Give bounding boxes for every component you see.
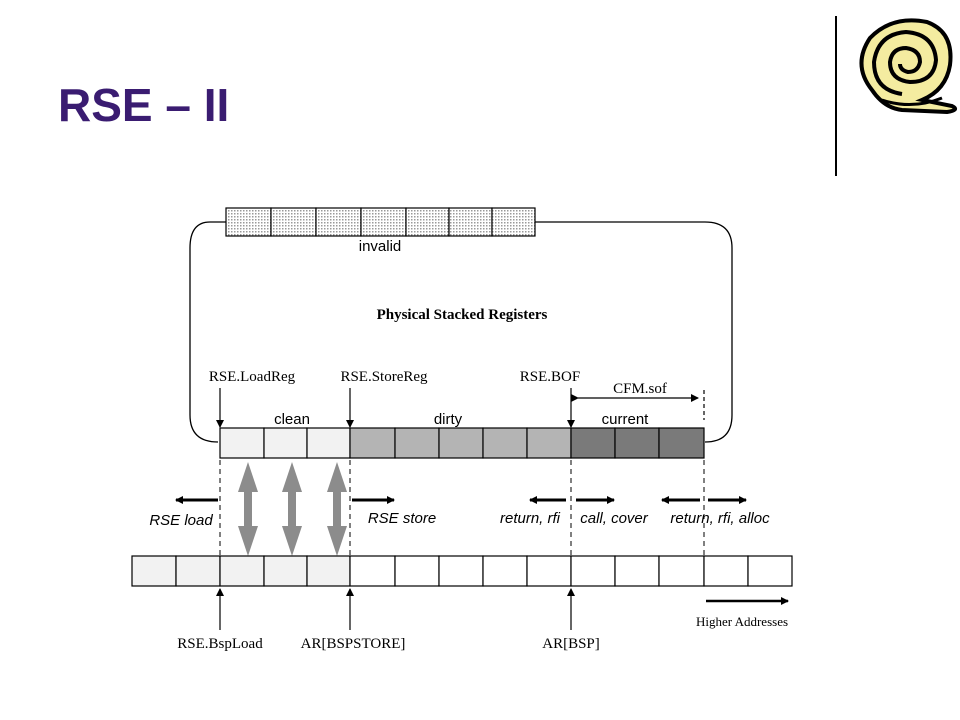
- register-cell-dirty: [526, 427, 572, 459]
- title-divider: [835, 16, 837, 176]
- dirty-label: dirty: [434, 411, 463, 428]
- bspstore-label: AR[BSPSTORE]: [301, 636, 406, 652]
- physical-register-row: [219, 427, 705, 459]
- register-cell-clean: [263, 427, 308, 459]
- backing-store-row: [131, 555, 793, 587]
- return-rfi-alloc-label: return, rfi, alloc: [670, 510, 770, 527]
- memory-cell-clean: [219, 555, 265, 587]
- transfer-arrow: [282, 462, 302, 556]
- register-cell: [405, 207, 450, 237]
- bspload-label: RSE.BspLoad: [177, 636, 263, 652]
- slide-title: RSE – II: [58, 79, 230, 131]
- register-cell-current: [570, 427, 616, 459]
- register-cell-current: [658, 427, 705, 459]
- register-cell: [315, 207, 362, 237]
- memory-cell: [349, 555, 396, 587]
- memory-cell: [394, 555, 440, 587]
- memory-cell: [747, 555, 793, 587]
- rse-store-label: RSE store: [368, 510, 436, 527]
- transfer-arrow: [238, 462, 258, 556]
- clean-label: clean: [274, 411, 310, 428]
- memory-cell: [482, 555, 528, 587]
- memory-cell-clean: [306, 555, 351, 587]
- cfm-sof-label: CFM.sof: [613, 381, 667, 397]
- transfer-arrow: [327, 462, 347, 556]
- current-label: current: [602, 411, 650, 428]
- memory-cell: [438, 555, 484, 587]
- register-cell: [225, 207, 272, 237]
- return-rfi-label: return, rfi: [500, 510, 561, 527]
- register-cell: [360, 207, 407, 237]
- spiral-scroll-logo-icon: [859, 18, 958, 115]
- memory-cell: [703, 555, 749, 587]
- register-cell: [491, 207, 536, 237]
- storereg-label: RSE.StoreReg: [340, 369, 428, 385]
- register-cell-clean: [219, 427, 265, 459]
- invalid-label: invalid: [359, 238, 402, 255]
- register-loop: [189, 221, 733, 443]
- bsp-label: AR[BSP]: [542, 636, 600, 652]
- memory-cell-clean: [131, 555, 177, 587]
- register-cell-clean: [306, 427, 351, 459]
- loadreg-label: RSE.LoadReg: [209, 369, 296, 385]
- register-cell-dirty: [438, 427, 484, 459]
- register-cell: [270, 207, 317, 237]
- physical-registers-label: Physical Stacked Registers: [377, 307, 548, 323]
- register-cell-dirty: [394, 427, 440, 459]
- transfer-arrows: [238, 462, 347, 556]
- bof-label: RSE.BOF: [520, 369, 580, 385]
- higher-addresses-label: Higher Addresses: [696, 614, 788, 629]
- call-cover-label: call, cover: [580, 510, 649, 527]
- memory-cell: [614, 555, 660, 587]
- invalid-cells: [225, 207, 536, 237]
- register-cell: [448, 207, 493, 237]
- rse-load-label: RSE load: [149, 512, 213, 529]
- memory-cell: [658, 555, 705, 587]
- memory-cell: [526, 555, 572, 587]
- memory-cell: [570, 555, 616, 587]
- register-cell-current: [614, 427, 660, 459]
- register-cell-dirty: [349, 427, 396, 459]
- memory-cell-clean: [263, 555, 308, 587]
- memory-cell-clean: [175, 555, 221, 587]
- register-cell-dirty: [482, 427, 528, 459]
